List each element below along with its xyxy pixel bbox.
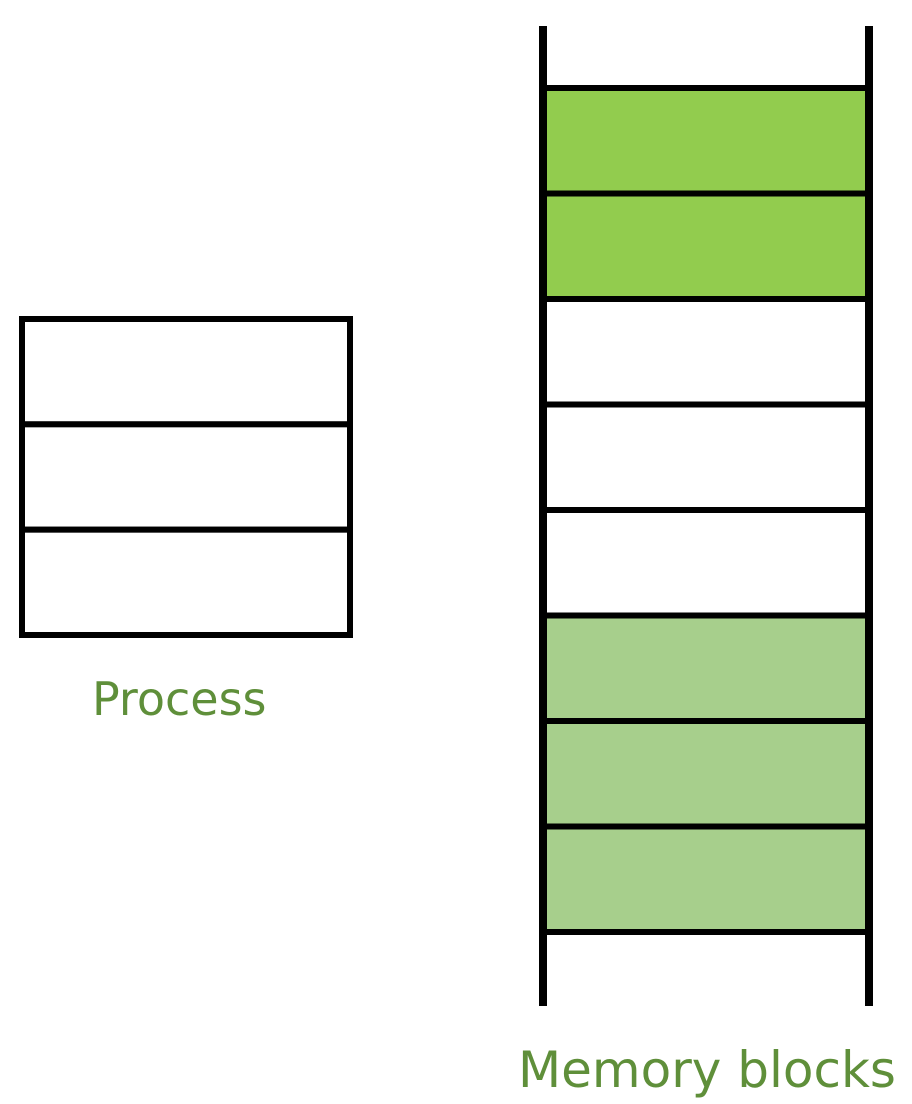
- memory-block-free: [543, 510, 869, 616]
- process-page: [19, 526, 353, 639]
- memory-block-allocated: [543, 88, 869, 194]
- memory-block-occupied: [543, 721, 869, 827]
- memory-column: [539, 26, 873, 1006]
- memory-block-occupied: [543, 615, 869, 721]
- memory-block-free: [543, 299, 869, 405]
- memory-blocks-label: Memory blocks: [518, 1041, 896, 1099]
- memory-block-occupied: [543, 826, 869, 932]
- process-box: [19, 316, 353, 639]
- process-page: [19, 316, 353, 428]
- process-page: [19, 421, 353, 533]
- memory-block-free: [543, 404, 869, 510]
- process-label: Process: [92, 672, 267, 726]
- memory-block-allocated: [543, 193, 869, 299]
